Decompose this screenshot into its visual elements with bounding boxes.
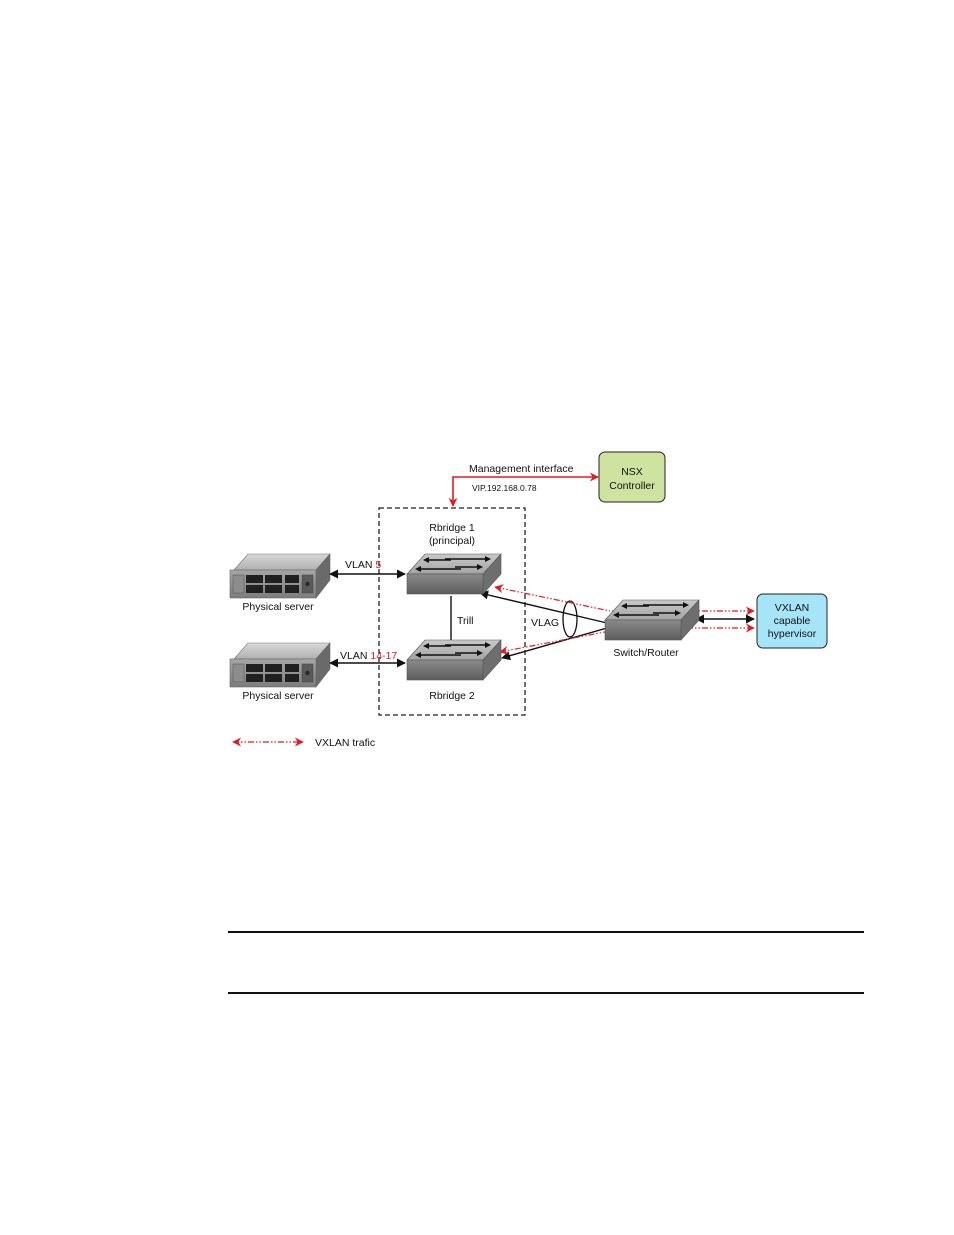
vlan-id-server1: 5 bbox=[375, 559, 381, 571]
trill-label: Trill bbox=[457, 615, 474, 627]
vxlan-traffic-upper bbox=[495, 587, 610, 611]
physical-server-2 bbox=[230, 643, 330, 687]
nsx-controller-line2: Controller bbox=[609, 480, 655, 492]
rbridge2-label: Rbridge 2 bbox=[429, 690, 475, 702]
management-interface-label: Management interface bbox=[469, 463, 574, 475]
hypervisor-line1: VXLAN bbox=[775, 602, 809, 614]
vlan-label-server1: VLAN 5 bbox=[345, 559, 381, 571]
vxlan-traffic-lower bbox=[500, 631, 610, 652]
rbridge1-label-line1: Rbridge 1 bbox=[429, 522, 475, 534]
physical-server-2-label: Physical server bbox=[242, 690, 314, 702]
note-bottom-rule bbox=[228, 992, 864, 994]
switch-router bbox=[605, 600, 699, 640]
vlag-link-lower bbox=[502, 628, 607, 658]
hypervisor-line3: hypervisor bbox=[768, 628, 817, 640]
management-vip-label: VIP.192.168.0.78 bbox=[472, 483, 537, 493]
switch-router-label: Switch/Router bbox=[613, 647, 679, 659]
vlan-prefix-server2: VLAN bbox=[340, 650, 370, 662]
rbridge2-switch bbox=[407, 640, 501, 680]
vlan-label-server2: VLAN 14-17 bbox=[340, 650, 397, 662]
vlag-ellipse bbox=[563, 601, 577, 637]
legend-vxlan-label: VXLAN trafic bbox=[315, 737, 375, 749]
nsx-controller-line1: NSX bbox=[621, 466, 643, 478]
physical-server-1-label: Physical server bbox=[242, 601, 314, 613]
note-top-rule bbox=[228, 931, 864, 933]
vlan-prefix-server1: VLAN bbox=[345, 559, 375, 571]
physical-server-1 bbox=[230, 554, 330, 598]
vlag-label: VLAG bbox=[531, 617, 559, 629]
hypervisor-line2: capable bbox=[774, 615, 811, 627]
rbridge1-label-line2: (principal) bbox=[429, 535, 475, 547]
rbridge1-switch bbox=[407, 554, 501, 594]
vlan-id-server2: 14-17 bbox=[370, 650, 397, 662]
